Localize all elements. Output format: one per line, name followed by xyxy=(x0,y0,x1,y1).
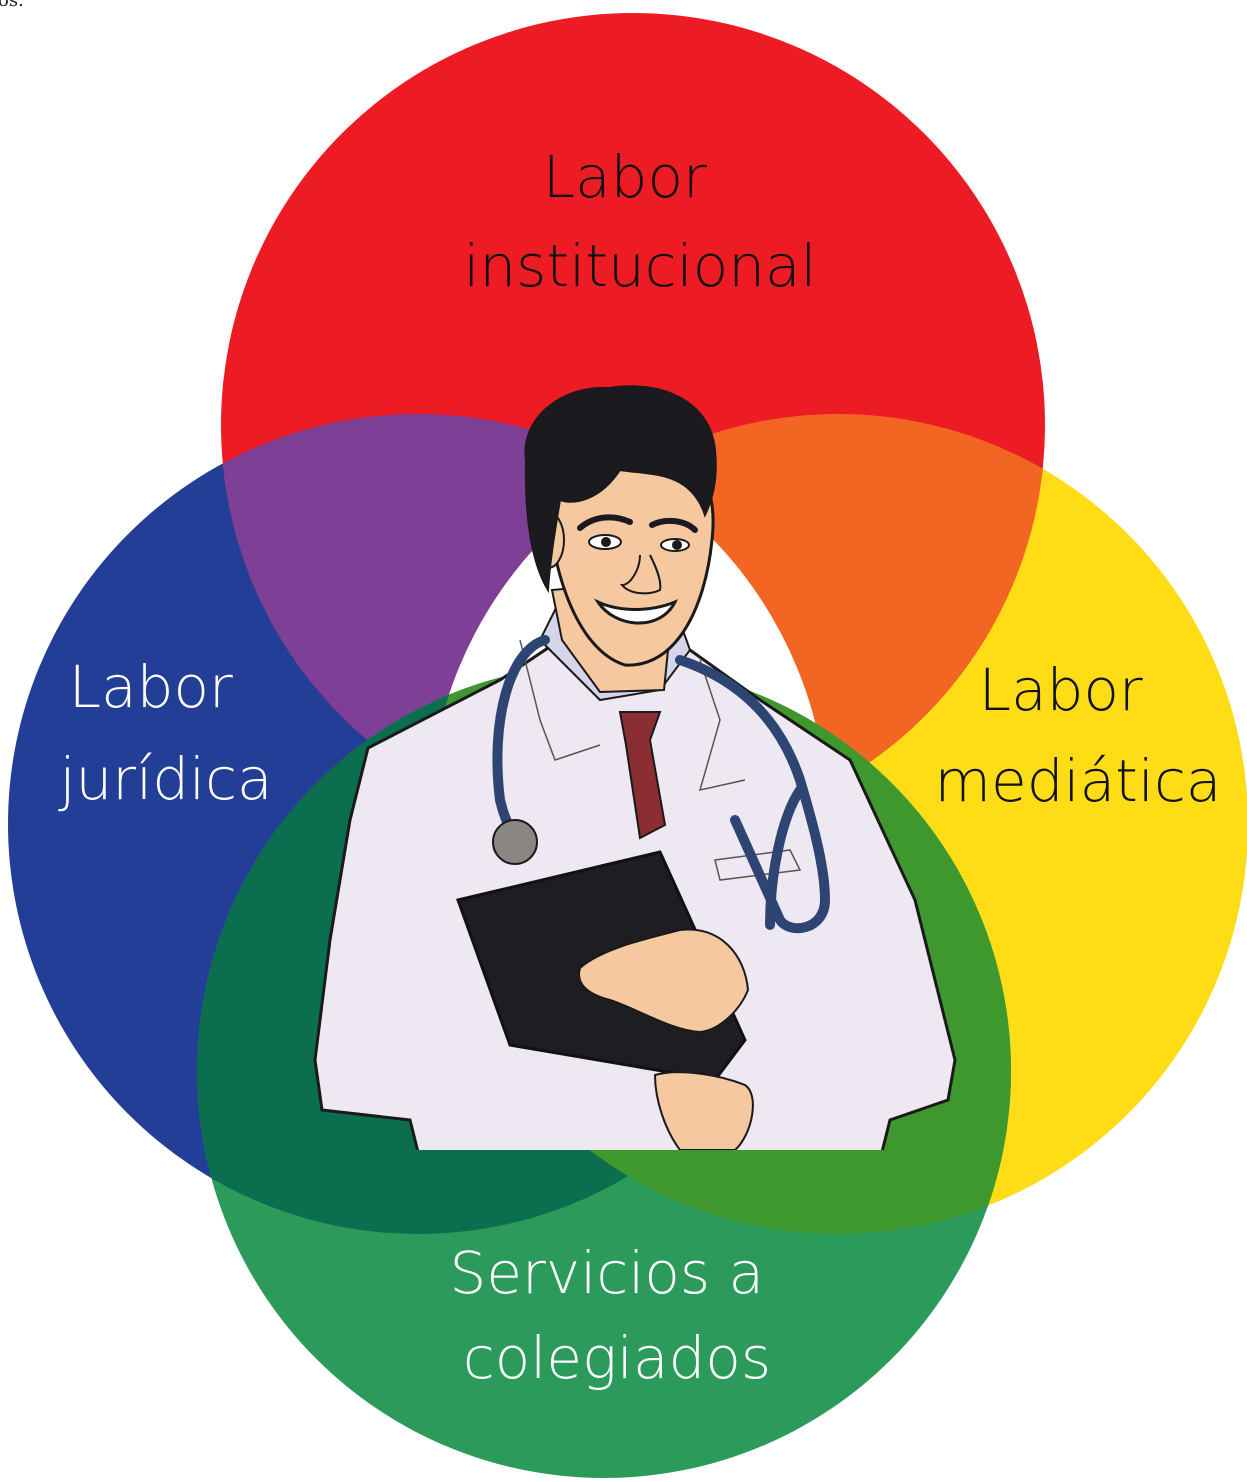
doctor-nose xyxy=(619,554,662,595)
doctor-tie xyxy=(618,711,667,840)
doctor-hand-lower xyxy=(653,1071,754,1150)
doctor-smile xyxy=(593,598,679,625)
doctor-coat-lapels xyxy=(519,639,746,792)
label-servicios-colegiados: Servicios a colegiados xyxy=(450,1239,783,1392)
label-line: Servicios a xyxy=(450,1239,764,1307)
doctor-pupil-left xyxy=(601,537,611,547)
doctor-eyebrows xyxy=(577,514,698,533)
label-labor-juridica: Labor jurídica xyxy=(57,653,272,813)
stethoscope-chestpiece-icon xyxy=(492,819,538,865)
doctor-pupil-right xyxy=(672,540,682,550)
label-line: colegiados xyxy=(463,1324,771,1392)
label-line: Labor xyxy=(69,653,233,721)
doctor-illustration xyxy=(313,385,957,1150)
label-line: institucional xyxy=(463,232,816,300)
label-line: mediática xyxy=(935,747,1222,815)
label-labor-mediatica: Labor mediática xyxy=(935,656,1222,815)
label-line: Labor xyxy=(543,143,707,211)
label-line: Labor xyxy=(979,656,1143,724)
label-line: jurídica xyxy=(57,745,272,813)
doctor-hair xyxy=(524,385,717,594)
doctor-pocket xyxy=(714,849,802,881)
corner-text-fragment: os. xyxy=(0,0,24,11)
doctor-hand-upper xyxy=(578,928,750,1034)
label-labor-institucional: Labor institucional xyxy=(463,143,816,300)
